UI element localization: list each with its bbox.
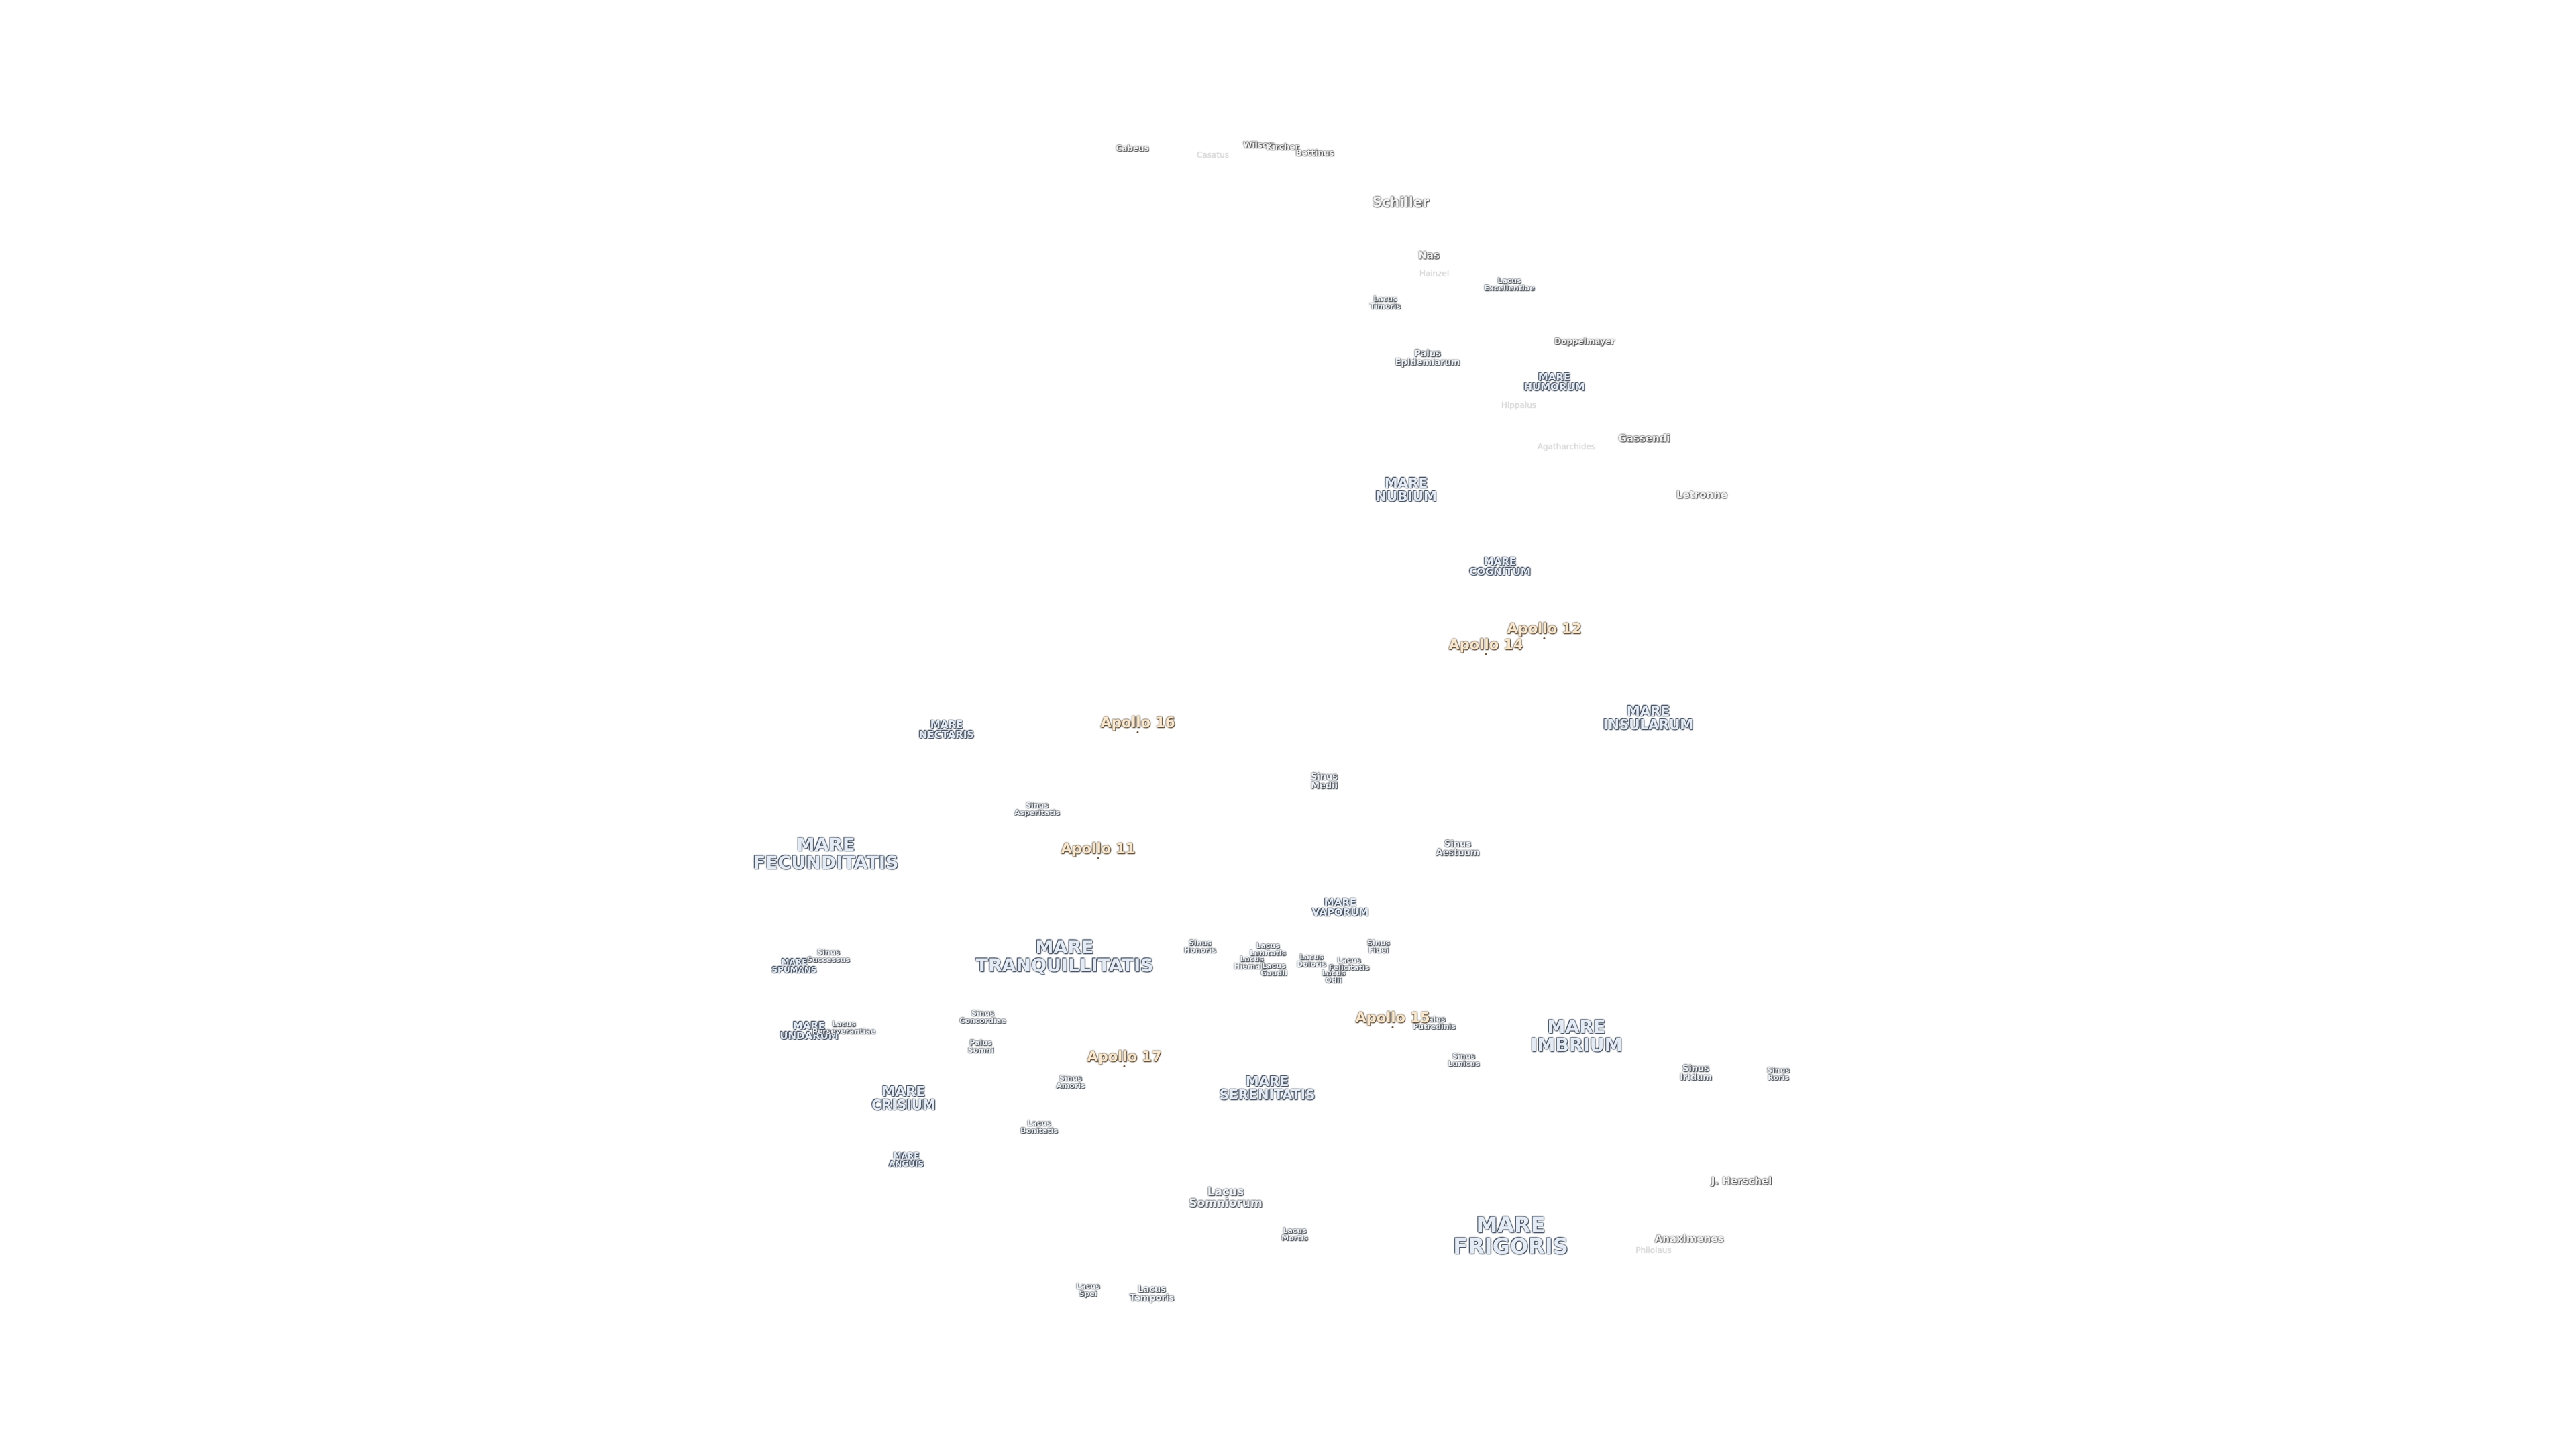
crater-label-philolaus: Philolaus bbox=[1635, 1246, 1672, 1255]
landing-site-marker-icon bbox=[1123, 1065, 1126, 1067]
crater-label-bettinus: Bettinus bbox=[1295, 148, 1334, 158]
crater-label-wilson: Wilson bbox=[1243, 140, 1274, 150]
landing-site-marker-icon bbox=[1136, 731, 1139, 733]
apollo-15-label: Apollo 15 bbox=[1355, 1011, 1430, 1028]
landing-site-marker-icon bbox=[1485, 653, 1487, 655]
crater-label-casatus: Casatus bbox=[1197, 150, 1229, 160]
apollo-12-label: Apollo 12 bbox=[1507, 622, 1582, 639]
apollo-16-label: Apollo 16 bbox=[1100, 716, 1175, 733]
apollo-11-label: Apollo 11 bbox=[1061, 842, 1136, 859]
landing-site-marker-icon bbox=[1097, 857, 1099, 859]
apollo-14-label: Apollo 14 bbox=[1448, 638, 1523, 655]
crater-label-agatharchides: Agatharchides bbox=[1537, 442, 1596, 451]
crater-label-kircher: Kircher bbox=[1266, 142, 1299, 152]
crater-label-gassendi: Gassendi bbox=[1618, 432, 1670, 445]
crater-label-hippalus: Hippalus bbox=[1501, 400, 1537, 410]
crater-label-nasmyth: Nas bbox=[1418, 249, 1440, 262]
crater-label-letronne: Letronne bbox=[1676, 488, 1728, 501]
crater-label-schiller: Schiller bbox=[1372, 194, 1430, 210]
crater-label-hainzel: Hainzel bbox=[1419, 269, 1450, 278]
crater-label-anaximenes: Anaximenes bbox=[1654, 1232, 1724, 1245]
crater-label-doppelmayer: Doppelmayer bbox=[1554, 337, 1615, 346]
landing-site-marker-icon bbox=[1391, 1026, 1394, 1028]
landing-site-marker-icon bbox=[1543, 637, 1546, 639]
apollo-17-label: Apollo 17 bbox=[1087, 1050, 1162, 1067]
crater-label-cabeus: Cabeus bbox=[1116, 144, 1149, 153]
crater-label-j-herschel: J. Herschel bbox=[1711, 1175, 1772, 1187]
